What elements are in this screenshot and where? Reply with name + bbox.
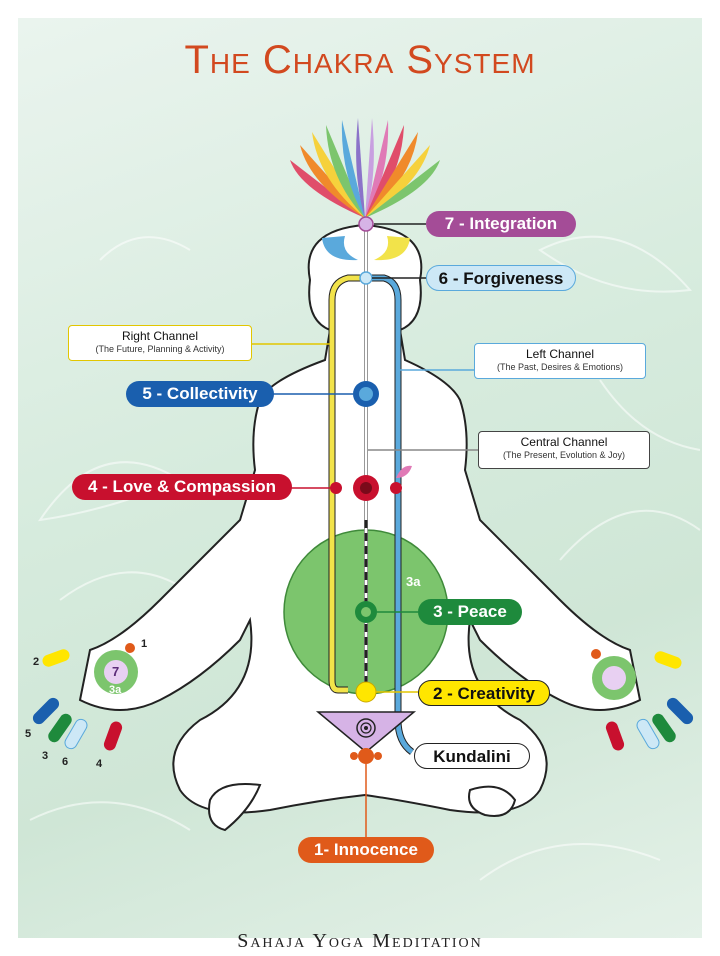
label-collectivity: 5 - Collectivity: [126, 381, 274, 407]
chakra-nodes: [315, 381, 417, 764]
label-creativity: 2 - Creativity: [418, 680, 550, 706]
right-channel-box: Right Channel (The Future, Planning & Ac…: [68, 325, 252, 361]
ajna-symbol: [322, 216, 410, 285]
hand-center-label: 7: [112, 664, 120, 679]
right-channel-desc: (The Future, Planning & Activity): [95, 344, 225, 354]
label-love-compassion: 4 - Love & Compassion: [72, 474, 292, 500]
finger-label-5: 5: [25, 728, 32, 740]
mooladhara-chakra: [350, 748, 382, 764]
page-title: The Chakra System: [184, 38, 536, 82]
right-channel-name: Right Channel: [121, 329, 199, 343]
hand-void-label: 3a: [109, 684, 122, 696]
label-integration: 7 - Integration: [426, 211, 576, 237]
left-channel-name: Left Channel: [525, 347, 595, 361]
vishuddhi-chakra: [353, 381, 379, 407]
left-hand-chakras: [32, 643, 138, 751]
label-peace: 3 - Peace: [418, 599, 522, 625]
label-innocence: 1- Innocence: [298, 837, 434, 863]
nabhi-chakra: [355, 601, 377, 623]
central-channel-box: Central Channel (The Present, Evolution …: [478, 431, 650, 469]
finger-label-2: 2: [33, 656, 40, 668]
swadisthan-chakra: [355, 681, 377, 703]
finger-label-3: 3: [42, 750, 49, 762]
finger-label-4: 4: [96, 758, 103, 770]
central-channel-name: Central Channel: [520, 435, 608, 449]
label-kundalini: Kundalini: [414, 743, 530, 769]
left-channel-desc: (The Past, Desires & Emotions): [496, 362, 624, 372]
void-label: 3a: [406, 574, 421, 589]
right-hand-chakras: [591, 649, 694, 751]
finger-label-1: 1: [141, 638, 148, 650]
meditating-figure: [78, 223, 642, 832]
heart-chakra: [330, 465, 412, 501]
label-forgiveness: 6 - Forgiveness: [426, 265, 576, 291]
kundalini-sacrum: [315, 711, 417, 753]
label-connectors: [252, 223, 478, 838]
crown-lotus: [290, 118, 440, 218]
footer-title: Sahaja Yoga Meditation: [237, 930, 483, 952]
finger-label-6: 6: [62, 756, 69, 768]
central-channel-desc: (The Present, Evolution & Joy): [502, 450, 626, 460]
left-channel-box: Left Channel (The Past, Desires & Emotio…: [474, 343, 646, 379]
